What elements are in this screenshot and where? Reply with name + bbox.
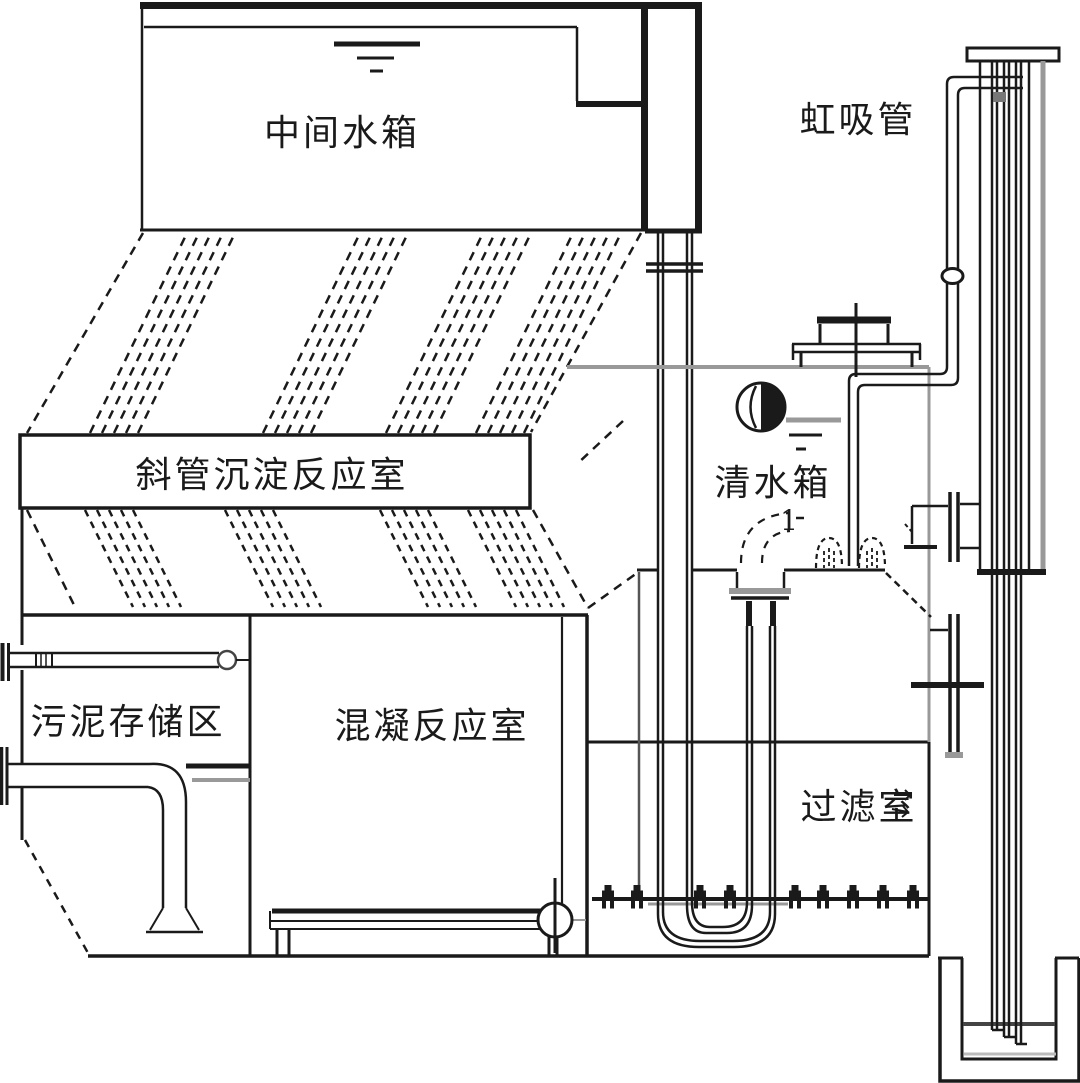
siphon-pipe-label: 虹吸管 xyxy=(799,100,916,141)
flow-mark: 1 xyxy=(780,504,798,537)
bell-mouth xyxy=(146,907,203,934)
inlet-pipe xyxy=(0,747,250,934)
flow-annotations: 1 xyxy=(739,504,932,818)
siphon-top-cap xyxy=(965,46,1061,63)
perforated-pipe-bench xyxy=(269,878,586,956)
float-valve-icon xyxy=(735,381,787,433)
upper-flange-connection xyxy=(904,492,979,562)
valve-mount xyxy=(791,303,922,377)
sludge-storage-area: 污泥存储区 xyxy=(20,508,929,958)
intermediate-tank: 中间水箱 xyxy=(140,2,702,234)
siphon-assembly: 虹吸管 xyxy=(799,46,1061,1046)
clean-water-tank: 清水箱 xyxy=(567,75,1023,572)
upper-inclined-tube-bank xyxy=(25,231,643,465)
sedimentation-chamber-label-box: 斜管沉淀反应室 xyxy=(18,433,532,510)
water-level-symbol xyxy=(334,41,420,73)
coagulation-chamber-label: 混凝反应室 xyxy=(334,706,529,747)
coagulation-chamber: 混凝反应室 xyxy=(269,615,589,956)
lower-inclined-tube-bank xyxy=(25,508,638,610)
riser-pipe xyxy=(745,601,777,898)
intermediate-down-pipe xyxy=(646,232,703,898)
lower-flange-connection xyxy=(911,614,984,758)
u-bend-pipe xyxy=(656,898,777,949)
pipe-union-icon xyxy=(940,267,965,285)
clean-water-tank-label: 清水箱 xyxy=(714,463,831,504)
water-level-symbol xyxy=(786,417,841,451)
intermediate-tank-label: 中间水箱 xyxy=(264,113,420,154)
sedimentation-chamber-label: 斜管沉淀反应室 xyxy=(135,455,408,496)
sludge-discharge-pipe xyxy=(0,643,250,681)
sludge-storage-label: 污泥存储区 xyxy=(30,702,225,743)
drop-pipe-and-elbow xyxy=(847,75,1023,566)
outlet-funnel xyxy=(729,572,791,600)
filter-chamber: 过滤室 xyxy=(588,367,931,956)
pipe-ball-end xyxy=(216,649,238,671)
filter-chamber-label: 过滤室 xyxy=(800,787,917,828)
